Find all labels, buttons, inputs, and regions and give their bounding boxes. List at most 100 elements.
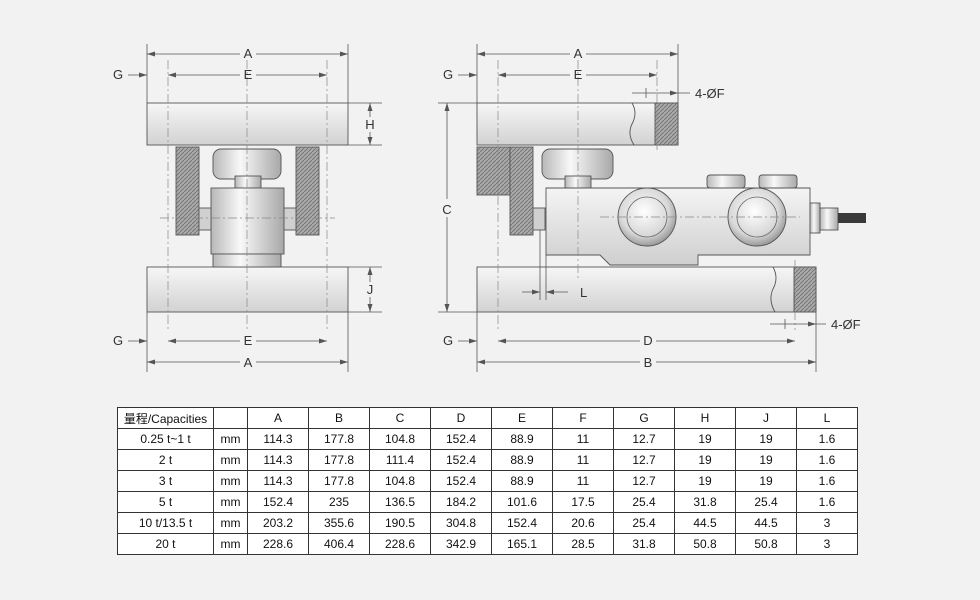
table-header-cell: J <box>735 407 797 429</box>
table-cell: 11 <box>552 428 614 450</box>
table-header-cell <box>213 407 248 429</box>
label-g-side-top: G <box>443 67 453 82</box>
table-cell: 152.4 <box>491 512 553 534</box>
table-cell: 235 <box>308 491 370 513</box>
table-cell: 101.6 <box>491 491 553 513</box>
top-plate-side <box>476 102 679 146</box>
mount-drawing: A E G H J E <box>113 44 866 372</box>
label-e-top: E <box>244 67 253 82</box>
table-cell: 17.5 <box>552 491 614 513</box>
table-cell: 19 <box>735 428 797 450</box>
table-cell: 177.8 <box>308 470 370 492</box>
table-cell: 12.7 <box>613 449 675 471</box>
table-cell: 25.4 <box>735 491 797 513</box>
table-cell: 50.8 <box>735 533 797 555</box>
table-cell: 44.5 <box>674 512 736 534</box>
bottom-plate-hole-section <box>793 266 817 313</box>
nut-right <box>283 207 297 231</box>
table-cell: 10 t/13.5 t <box>117 512 214 534</box>
table-header-cell: H <box>674 407 736 429</box>
table-cell: 177.8 <box>308 428 370 450</box>
table-cell: 3 <box>796 533 858 555</box>
table-cell: 88.9 <box>491 449 553 471</box>
table-cell: mm <box>213 449 248 471</box>
load-cell-body <box>210 187 285 255</box>
table-cell: 228.6 <box>369 533 431 555</box>
label-g-top: G <box>113 67 123 82</box>
table-cell: 228.6 <box>247 533 309 555</box>
table-cell: 355.6 <box>308 512 370 534</box>
table-header-cell: A <box>247 407 309 429</box>
table-cell: 152.4 <box>430 470 492 492</box>
load-pin <box>234 175 262 189</box>
table-cell: 88.9 <box>491 428 553 450</box>
table-cell: 1.6 <box>796 449 858 471</box>
table-header-cell: G <box>613 407 675 429</box>
table-cell: 31.8 <box>674 491 736 513</box>
label-a-top: A <box>244 46 253 61</box>
table-cell: 152.4 <box>430 449 492 471</box>
table-cell: mm <box>213 470 248 492</box>
table-cell: 1.6 <box>796 428 858 450</box>
label-g-bottom: G <box>113 333 123 348</box>
table-cell: 11 <box>552 470 614 492</box>
table-cell: 152.4 <box>247 491 309 513</box>
table-cell: 0.25 t~1 t <box>117 428 214 450</box>
table-cell: 342.9 <box>430 533 492 555</box>
table-cell: 184.2 <box>430 491 492 513</box>
table-header-cell: 量程/Capacities <box>117 407 214 429</box>
table-cell: 104.8 <box>369 470 431 492</box>
table-cell: 136.5 <box>369 491 431 513</box>
label-g-side-bottom: G <box>443 333 453 348</box>
table-cell: 19 <box>674 470 736 492</box>
label-bolt-bottom: 4-ØF <box>831 317 861 332</box>
table-cell: 44.5 <box>735 512 797 534</box>
table-cell: 5 t <box>117 491 214 513</box>
table-cell: 104.8 <box>369 428 431 450</box>
table-cell: 19 <box>674 428 736 450</box>
bottom-plate <box>146 266 349 313</box>
cable-gland <box>809 202 821 234</box>
bolt-head-left <box>706 174 746 189</box>
table-header-cell: L <box>796 407 858 429</box>
table-cell: 19 <box>735 470 797 492</box>
label-a-bottom: A <box>244 355 253 370</box>
table-cell: 190.5 <box>369 512 431 534</box>
table-cell: 50.8 <box>674 533 736 555</box>
label-a-side-top: A <box>574 46 583 61</box>
side-bracket-right <box>295 146 320 236</box>
side-view: A E G 4-ØF C L 4-ØF <box>438 44 866 372</box>
table-cell: 152.4 <box>430 428 492 450</box>
table-cell: 1.6 <box>796 491 858 513</box>
table-cell: mm <box>213 533 248 555</box>
bracket-vertical <box>509 146 534 236</box>
table-cell: 25.4 <box>613 512 675 534</box>
label-b: B <box>644 355 653 370</box>
table-cell: mm <box>213 491 248 513</box>
bracket-top <box>476 146 511 196</box>
table-cell: 177.8 <box>308 449 370 471</box>
table-cell: 11 <box>552 449 614 471</box>
table-cell: mm <box>213 512 248 534</box>
table-cell: 25.4 <box>613 491 675 513</box>
table-header-cell: B <box>308 407 370 429</box>
table-cell: 2 t <box>117 449 214 471</box>
table-cell: 114.3 <box>247 428 309 450</box>
label-l: L <box>580 285 587 300</box>
table-header-cell: C <box>369 407 431 429</box>
table-cell: 12.7 <box>613 470 675 492</box>
nut-left <box>198 207 212 231</box>
table-cell: 165.1 <box>491 533 553 555</box>
table-cell: 114.3 <box>247 449 309 471</box>
table-cell: 88.9 <box>491 470 553 492</box>
table-cell: 19 <box>674 449 736 471</box>
table-cell: 203.2 <box>247 512 309 534</box>
side-bracket-left <box>175 146 200 236</box>
